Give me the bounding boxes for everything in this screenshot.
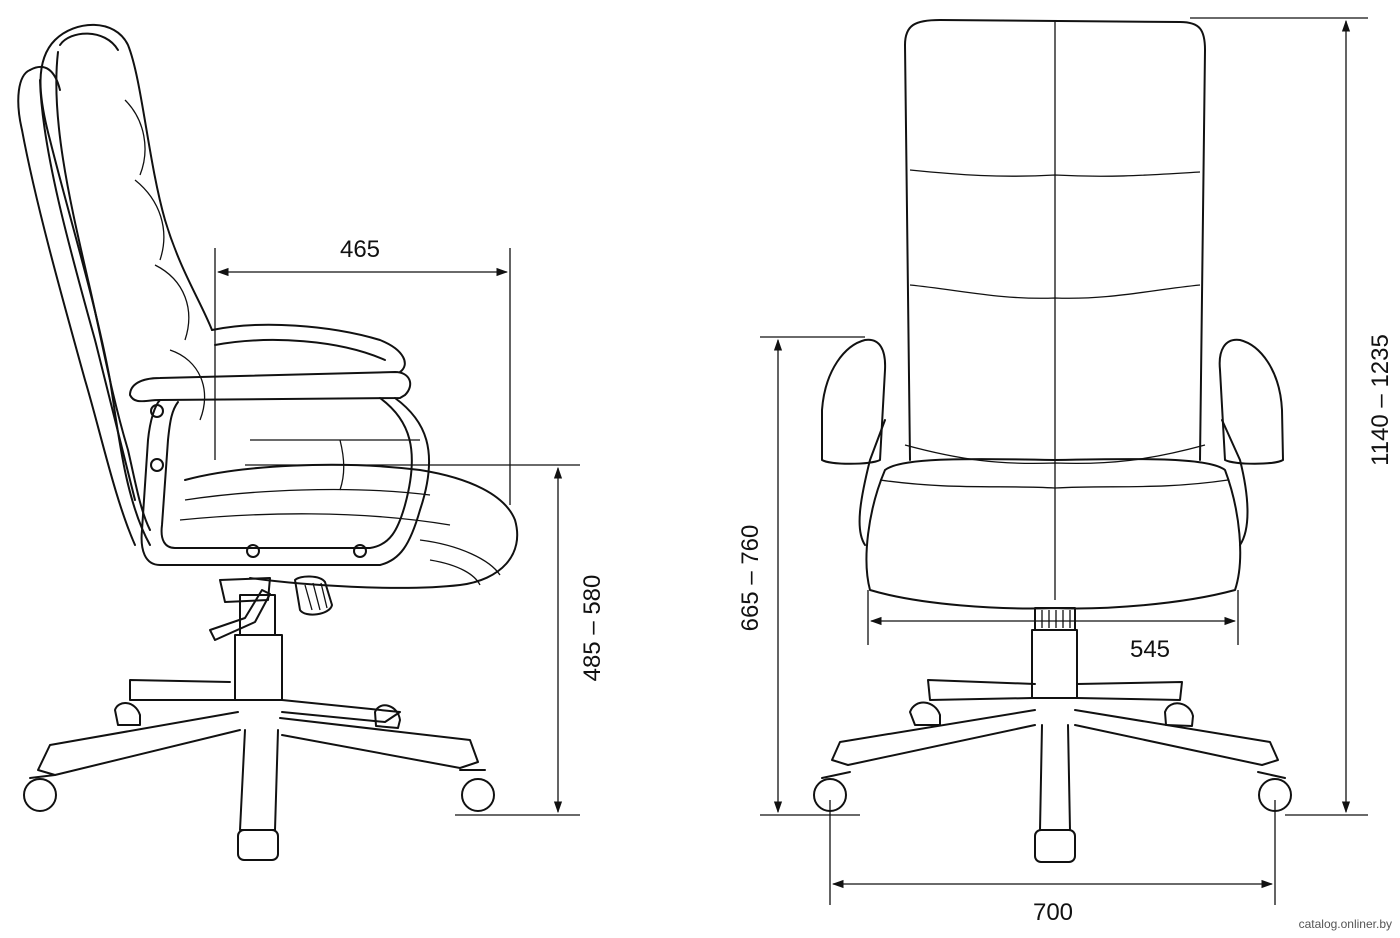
base-width-dimension: 700 (829, 800, 1276, 926)
watermark: catalog.onliner.by (1299, 917, 1392, 931)
total-height-label: 1140 – 1235 (1367, 334, 1394, 466)
seat-depth-dimension: 465 (214, 236, 511, 505)
total-height-dimension: 1140 – 1235 (1190, 17, 1394, 816)
seat-width-label: 545 (1130, 636, 1170, 663)
front-view-chair (813, 19, 1292, 863)
side-view-chair (17, 23, 519, 861)
seat-depth-label: 465 (340, 236, 380, 263)
armrest-height-label: 665 – 760 (737, 525, 764, 632)
armrest-height-dimension: 665 – 760 (737, 336, 865, 816)
base-width-label: 700 (1033, 899, 1073, 926)
seat-height-label: 485 – 580 (579, 575, 606, 682)
seat-width-dimension: 545 (867, 590, 1239, 663)
seat-height-dimension: 485 – 580 (245, 464, 606, 816)
